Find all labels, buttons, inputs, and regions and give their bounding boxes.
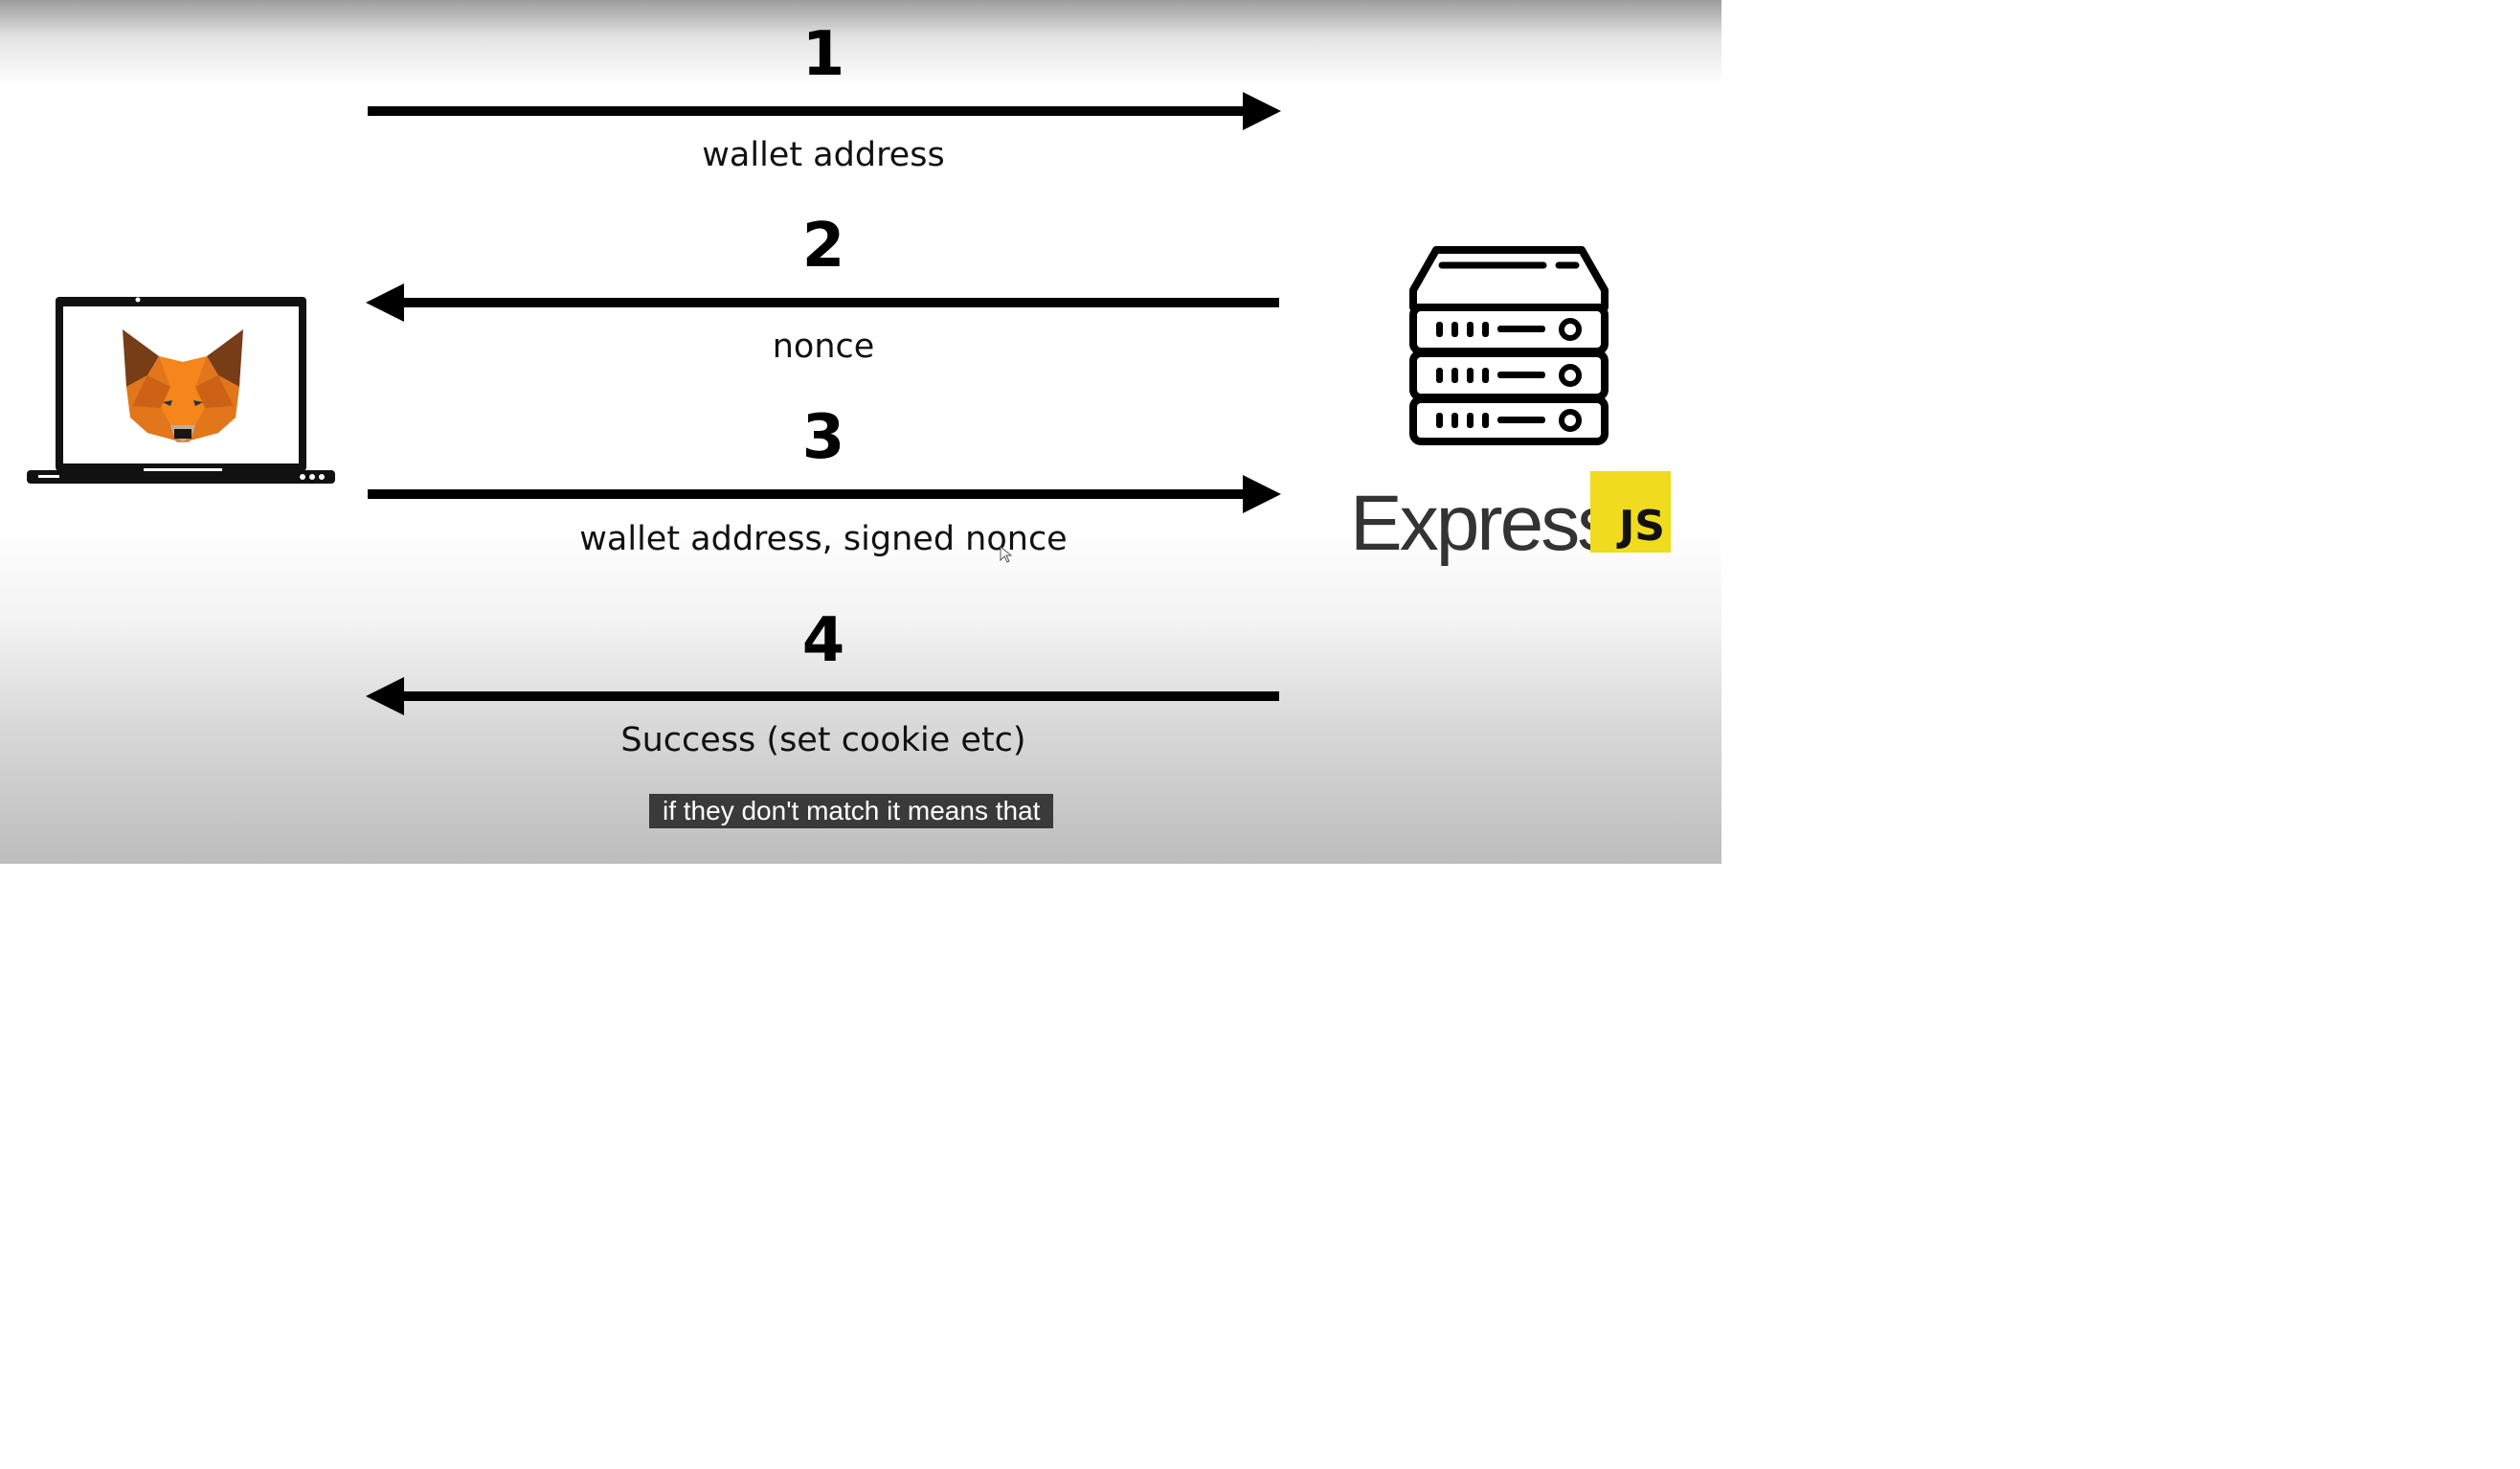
step-label: nonce: [772, 328, 875, 366]
step-label: wallet address, signed nonce: [579, 520, 1068, 558]
js-badge: JS: [1590, 471, 1671, 553]
step-label: Success (set cookie etc): [620, 721, 1026, 759]
step-number: 3: [801, 402, 845, 473]
arrow-left-icon: [366, 677, 1279, 715]
server-rack-icon: [1407, 244, 1610, 445]
laptop-icon: [27, 297, 335, 484]
metamask-fox-icon: [123, 329, 243, 442]
video-frame[interactable]: 1 wallet address 2 nonce 3 wallet addres…: [0, 0, 1721, 864]
mouse-cursor-icon: [1000, 546, 1013, 563]
step-number: 4: [801, 605, 845, 676]
step-number: 2: [801, 211, 845, 282]
express-logo-word: Express: [1350, 480, 1616, 567]
laptop-metamask-icon: [25, 293, 339, 488]
js-badge-text: JS: [1618, 502, 1665, 551]
arrow-right-icon: [368, 475, 1281, 513]
arrow-right-icon: [368, 92, 1281, 130]
step-label: wallet address: [702, 136, 945, 174]
step-number: 1: [801, 19, 845, 90]
arrow-left-icon: [366, 283, 1279, 322]
video-caption: if they don't match it means that: [649, 794, 1054, 828]
